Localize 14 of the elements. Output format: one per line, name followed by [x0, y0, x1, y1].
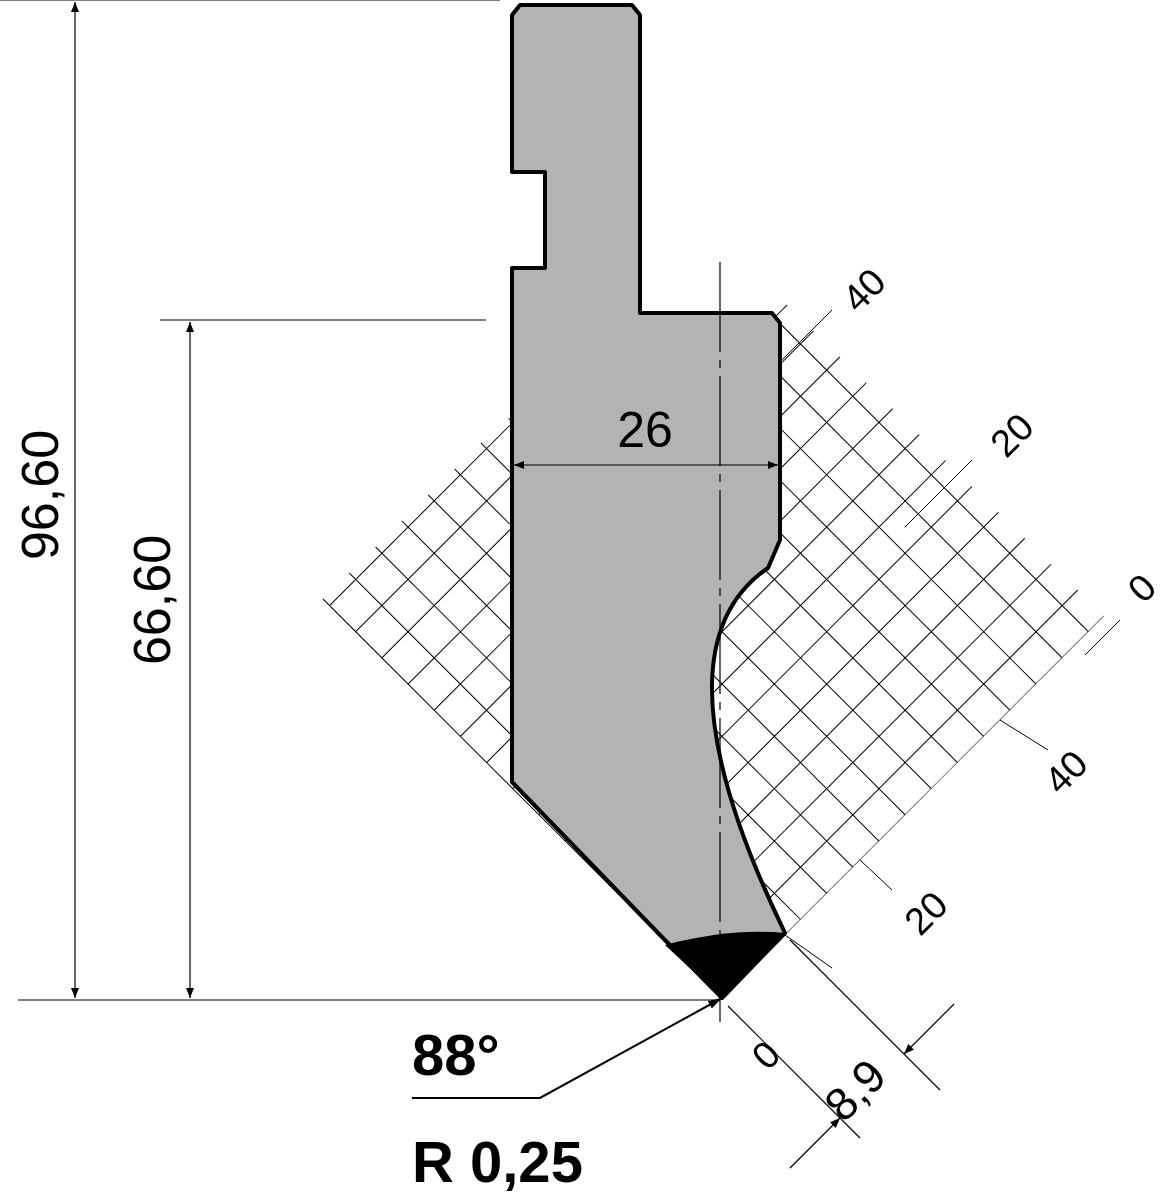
dimension-value: 20	[897, 884, 955, 942]
dimension-value: 66,60	[126, 534, 178, 666]
dimension-value: 20	[983, 406, 1041, 464]
punch-tip	[665, 931, 785, 998]
dimension-value: 96,60	[14, 429, 66, 561]
leader-line	[411, 997, 723, 1099]
dimension-value: 40	[835, 261, 893, 319]
dimension-value: 8,9	[816, 1051, 894, 1129]
dimension-value: 0	[745, 1034, 787, 1076]
dimension-value: 40	[1037, 743, 1095, 801]
dimension-value: 0	[1121, 567, 1163, 609]
angle-radius-label: 88°	[412, 1026, 500, 1084]
angle-radius-label: R 0,25	[412, 1133, 583, 1191]
dimension-value: 26	[617, 405, 673, 455]
